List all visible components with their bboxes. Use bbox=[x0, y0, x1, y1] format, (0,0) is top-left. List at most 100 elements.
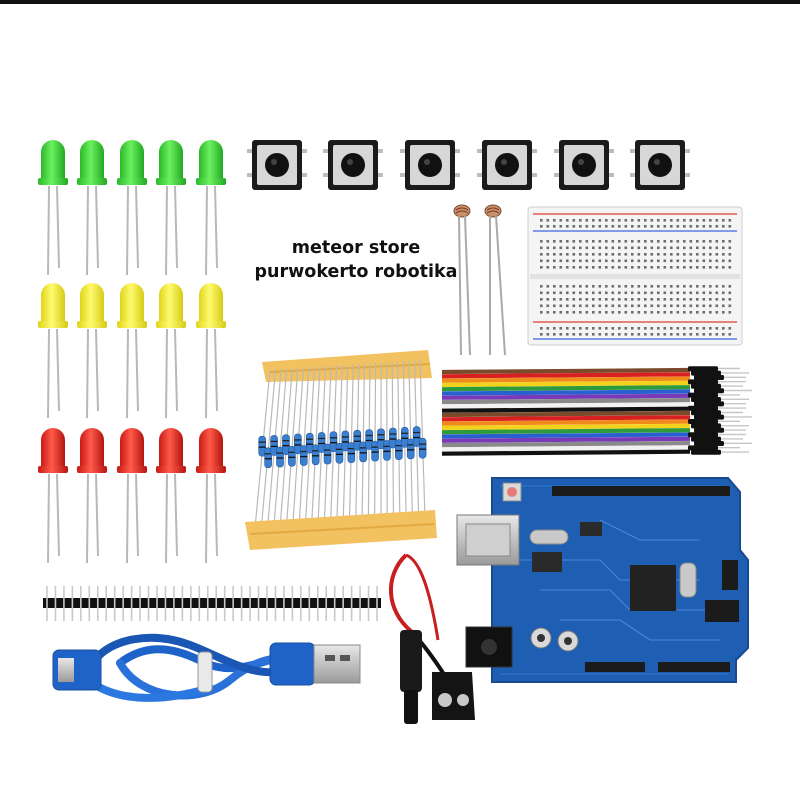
resistor bbox=[341, 364, 350, 523]
resistor bbox=[412, 360, 421, 519]
jumper-wire bbox=[441, 423, 691, 430]
jumper-wire bbox=[441, 372, 691, 379]
led-green bbox=[156, 140, 186, 276]
caption-line-2: purwokerto robotika bbox=[254, 262, 458, 282]
jumper-pin bbox=[688, 379, 746, 385]
jumper-wire bbox=[441, 410, 691, 418]
led-red bbox=[117, 428, 147, 564]
resistor bbox=[418, 359, 427, 519]
jumper-pin bbox=[691, 370, 749, 376]
led-red bbox=[196, 428, 226, 564]
resistor bbox=[292, 367, 304, 526]
jumper-pin bbox=[694, 414, 752, 420]
jumper-wire-bundle bbox=[441, 366, 752, 456]
jumper-pin bbox=[694, 427, 746, 433]
led-yellow bbox=[117, 283, 147, 419]
resistor bbox=[279, 368, 293, 527]
top-border bbox=[0, 0, 800, 4]
resistor-strip bbox=[245, 350, 437, 550]
push-button bbox=[477, 140, 537, 190]
led-green bbox=[77, 140, 107, 276]
jumper-wire bbox=[441, 419, 691, 426]
resistor bbox=[329, 365, 338, 524]
jumper-pin bbox=[691, 410, 743, 416]
jumper-pin bbox=[688, 392, 740, 398]
photoresistor-group bbox=[453, 204, 506, 356]
jumper-pin bbox=[691, 423, 749, 429]
jumper-wire bbox=[441, 432, 691, 439]
jumper-pin bbox=[694, 375, 746, 380]
resistor bbox=[377, 362, 385, 521]
resistor bbox=[317, 366, 327, 525]
resistor bbox=[273, 368, 288, 527]
store-caption: meteor store purwokerto robotika bbox=[236, 236, 476, 284]
caption-line-1: meteor store bbox=[291, 238, 421, 258]
jumper-pin bbox=[688, 405, 746, 411]
jumper-wire bbox=[441, 436, 691, 443]
resistor bbox=[347, 364, 356, 523]
led-red bbox=[77, 428, 107, 564]
resistor bbox=[304, 367, 316, 526]
photoresistor bbox=[484, 204, 506, 356]
resistor bbox=[365, 363, 373, 522]
resistor bbox=[254, 369, 271, 529]
jumper-pin bbox=[691, 397, 749, 402]
jumper-wire bbox=[441, 398, 691, 405]
jumper-wire bbox=[441, 376, 691, 383]
led-green bbox=[196, 140, 226, 276]
battery-snap-connector bbox=[389, 553, 475, 724]
jumper-pin bbox=[688, 432, 746, 438]
jumper-pin bbox=[688, 445, 740, 451]
led-group bbox=[38, 140, 226, 564]
jumper-wire bbox=[441, 406, 691, 413]
usb-cable bbox=[52, 633, 361, 702]
jumper-pin bbox=[691, 436, 743, 442]
led-yellow bbox=[156, 283, 186, 419]
jumper-pin bbox=[694, 388, 752, 394]
jumper-wire bbox=[441, 441, 691, 448]
resistor bbox=[266, 369, 282, 528]
jumper-wire bbox=[441, 402, 691, 409]
resistor bbox=[353, 364, 362, 523]
led-yellow bbox=[77, 283, 107, 419]
resistor bbox=[335, 365, 344, 524]
jumper-wire bbox=[441, 449, 691, 456]
resistor bbox=[400, 361, 409, 520]
resistor bbox=[406, 360, 415, 519]
push-button-group bbox=[247, 140, 690, 190]
jumper-pin bbox=[688, 366, 740, 372]
resistor bbox=[323, 365, 332, 524]
breadboard bbox=[527, 206, 743, 346]
photoresistor bbox=[453, 204, 471, 356]
pin-header-strip bbox=[43, 586, 381, 621]
jumper-wire bbox=[441, 415, 691, 422]
led-yellow bbox=[38, 283, 68, 419]
jumper-pin bbox=[694, 441, 752, 446]
jumper-pin bbox=[694, 401, 746, 407]
push-button bbox=[554, 140, 614, 190]
resistor bbox=[395, 361, 403, 520]
jumper-pin bbox=[691, 449, 749, 455]
jumper-wire bbox=[441, 380, 691, 387]
jumper-wire bbox=[441, 445, 691, 452]
jumper-wire bbox=[441, 385, 691, 392]
push-button bbox=[323, 140, 383, 190]
jumper-wire bbox=[441, 367, 691, 375]
jumper-wire bbox=[441, 428, 691, 435]
jumper-pin bbox=[688, 419, 740, 424]
arduino-uno-board bbox=[456, 477, 749, 683]
push-button bbox=[400, 140, 460, 190]
push-button bbox=[247, 140, 307, 190]
led-red bbox=[156, 428, 186, 564]
resistor bbox=[389, 361, 397, 520]
resistor bbox=[359, 363, 367, 522]
jumper-wire bbox=[441, 393, 691, 400]
jumper-wire bbox=[441, 389, 691, 396]
led-yellow bbox=[196, 283, 226, 419]
led-green bbox=[117, 140, 147, 276]
led-green bbox=[38, 140, 68, 276]
push-button bbox=[630, 140, 690, 190]
led-red bbox=[38, 428, 68, 564]
jumper-pin bbox=[691, 383, 743, 389]
